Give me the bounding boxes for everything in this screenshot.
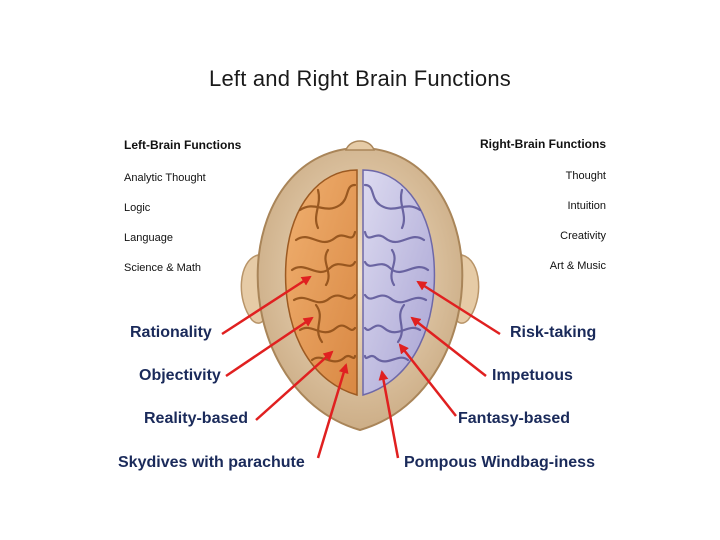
page-title: Left and Right Brain Functions [209,66,511,91]
right-function-item: Thought [565,170,606,182]
arrow-objectivity [225,316,314,378]
right-trait-label: Impetuous [492,367,573,384]
left-function-item: Analytic Thought [124,172,206,184]
arrow-risk-taking [416,280,501,336]
arrow-pompous [378,370,400,459]
left-trait-label: Rationality [130,324,212,341]
left-hemisphere [284,169,358,396]
arrow-rationality [221,275,312,336]
right-trait-label: Fantasy-based [458,410,571,427]
right-functions-heading: Right-Brain Functions [480,137,606,151]
right-trait-label: Risk-taking [510,324,597,341]
left-trait-label: Objectivity [139,367,221,384]
left-function-item: Logic [124,202,151,214]
left-function-item: Language [124,232,173,244]
left-trait-label: Skydives with parachute [118,454,305,471]
nose [344,140,376,151]
right-hemisphere [362,169,436,396]
arrow-reality-based [255,350,334,421]
left-trait-label: Reality-based [144,410,249,427]
left-functions-heading: Left-Brain Functions [124,138,242,152]
right-trait-label: Pompous Windbag-iness [404,454,595,471]
right-function-item: Intuition [567,200,606,212]
right-function-item: Art & Music [549,260,606,272]
arrow-fantasy-based [398,343,457,417]
arrow-skydives [316,363,349,459]
left-function-item: Science & Math [124,262,202,274]
arrow-impetuous [410,316,487,377]
right-function-item: Creativity [560,230,606,242]
